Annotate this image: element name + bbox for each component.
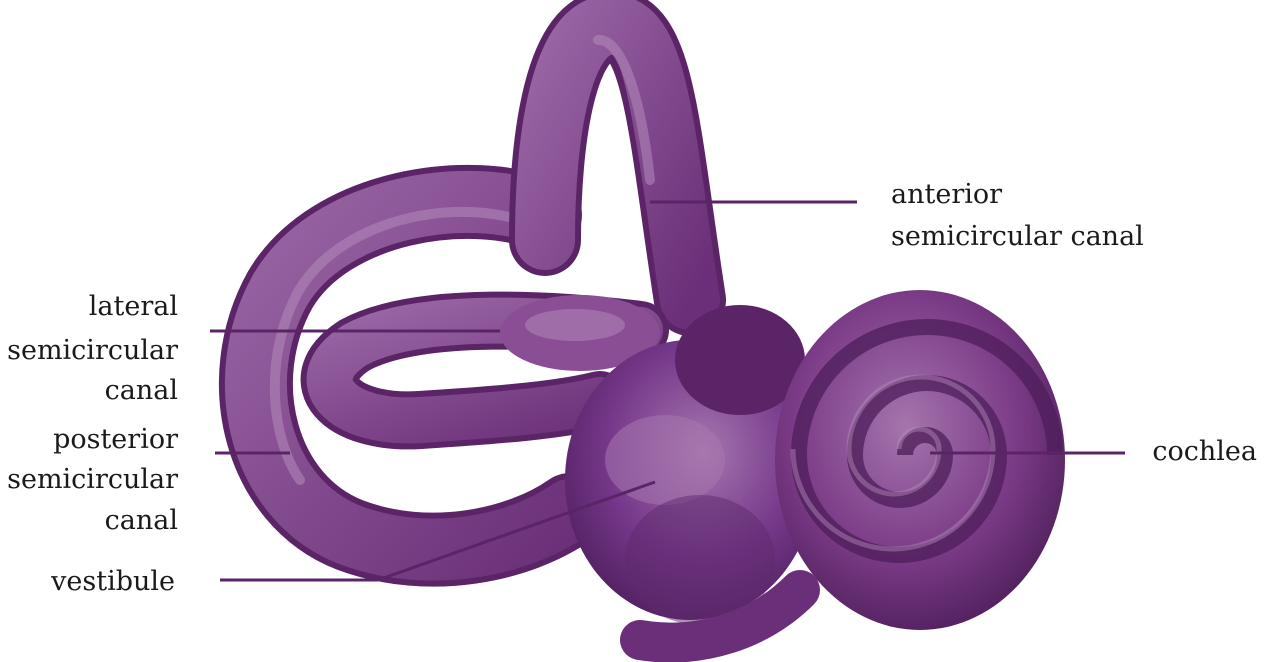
label-anterior-line1: anterior	[891, 179, 1002, 210]
label-lateral-line1: lateral	[89, 291, 178, 322]
label-posterior-line2: semicircular	[7, 464, 178, 495]
label-cochlea: cochlea	[1152, 436, 1257, 467]
label-vestibule: vestibule	[50, 566, 175, 597]
label-anterior-line2: semicircular canal	[891, 221, 1144, 252]
label-posterior-line3: canal	[105, 505, 178, 536]
label-posterior-line1: posterior	[53, 424, 178, 455]
inner-ear-illustration	[256, 25, 1065, 643]
anterior-semicircular-canal	[545, 25, 690, 300]
label-lateral-line3: canal	[105, 375, 178, 406]
label-lateral-line2: semicircular	[7, 335, 178, 366]
